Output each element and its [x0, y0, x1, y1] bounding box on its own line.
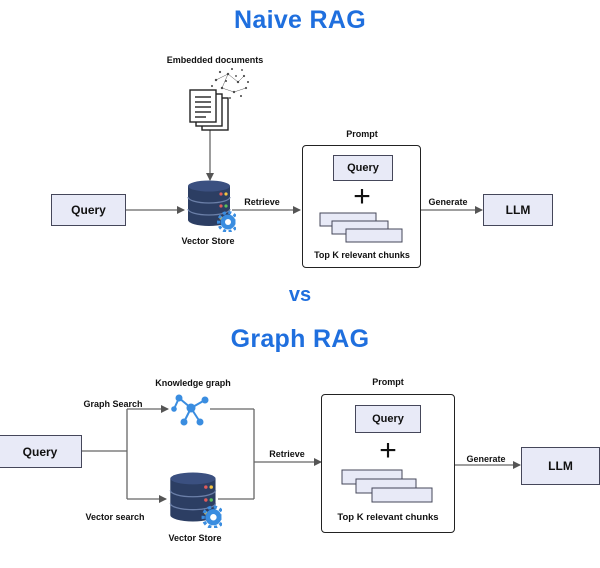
- graph-vector-store-label: Vector Store: [168, 533, 222, 543]
- embedded-documents-icon: [189, 67, 250, 131]
- naive-prompt-query-box: Query: [333, 155, 393, 181]
- naive-chunks-stack-icon: [319, 212, 403, 243]
- knowledge-graph-label: Knowledge graph: [155, 378, 231, 388]
- graph-prompt-query-box: Query: [355, 405, 421, 433]
- graph-vector-store-database-icon: [169, 472, 222, 528]
- naive-chunks-label: Top K relevant chunks: [314, 250, 410, 260]
- naive-query-box: Query: [51, 194, 126, 226]
- embedded-documents-label: Embedded documents: [166, 55, 264, 65]
- vector-store-database-icon: [187, 180, 236, 232]
- vector-search-label: Vector search: [85, 512, 145, 522]
- graph-search-label: Graph Search: [83, 399, 143, 409]
- graph-query-box: Query: [0, 435, 82, 468]
- graph-chunks-label: Top K relevant chunks: [337, 512, 439, 523]
- naive-plus-sign: +: [353, 180, 371, 213]
- naive-generate-label: Generate: [428, 197, 468, 207]
- graph-generate-label: Generate: [466, 454, 506, 464]
- naive-vector-store-label: Vector Store: [181, 236, 235, 246]
- graph-rag-title: Graph RAG: [230, 325, 370, 353]
- graph-plus-sign: +: [379, 434, 397, 467]
- naive-prompt-container: Query + Top K relevant chunks: [302, 145, 421, 268]
- graph-prompt-label: Prompt: [372, 377, 404, 387]
- vs-separator: vs: [288, 284, 312, 306]
- knowledge-graph-icon: [171, 394, 209, 426]
- naive-rag-title: Naive RAG: [234, 6, 366, 34]
- naive-prompt-label: Prompt: [346, 129, 378, 139]
- graph-chunks-stack-icon: [341, 469, 433, 503]
- naive-retrieve-label: Retrieve: [244, 197, 280, 207]
- naive-llm-box: LLM: [483, 194, 553, 226]
- graph-retrieve-label: Retrieve: [269, 449, 305, 459]
- graph-llm-box: LLM: [521, 447, 600, 485]
- graph-prompt-container: Query + Top K relevant chunks: [321, 394, 455, 533]
